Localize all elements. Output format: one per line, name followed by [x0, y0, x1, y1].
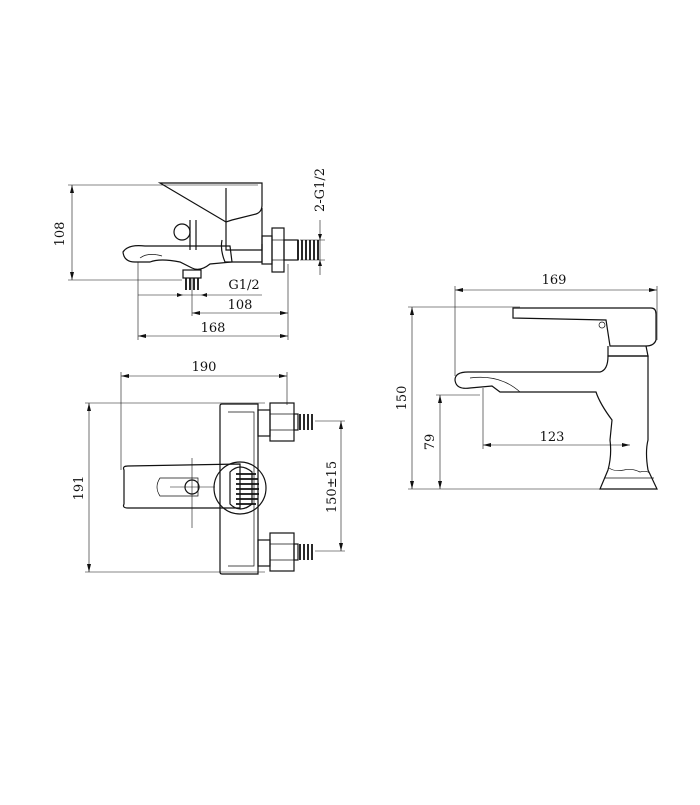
- top-view: 190 191 150±15: [72, 360, 345, 575]
- spout-side: [122, 245, 233, 270]
- right-view: 169 150 79 123: [395, 273, 658, 490]
- inlet-nut-top-lower: [269, 532, 295, 572]
- diverter-knob-side: [173, 223, 191, 241]
- dim-label-depth-top: 191: [72, 476, 87, 501]
- spout-right: [454, 355, 658, 490]
- dim-label-spout-side: 108: [228, 298, 253, 313]
- thread-hatch-side: [297, 240, 319, 260]
- dim-label-inlet-side: G1/2: [228, 278, 259, 293]
- inlet-nut-side: [271, 227, 285, 273]
- cartridge-ring: [213, 461, 267, 515]
- cartridge-hatch: [236, 473, 259, 505]
- dim-label-height-right: 150: [395, 386, 410, 411]
- dim-label-length-right: 169: [542, 273, 567, 288]
- dim-label-height-side: 108: [53, 222, 68, 247]
- thread-hatch-top-upper: [299, 414, 313, 430]
- lever-right: [512, 307, 657, 347]
- valve-body-top: [219, 403, 259, 575]
- lever-handle: [157, 182, 263, 223]
- dim-label-width-top: 190: [192, 360, 217, 375]
- spout-top: [122, 463, 241, 509]
- thread-hatch-top-lower: [299, 544, 313, 560]
- dim-label-centers-top: 150±15: [325, 461, 340, 513]
- dim-label-spout-height-right: 79: [423, 434, 438, 451]
- inlet-nut-top-upper: [269, 402, 295, 442]
- dim-label-length-side: 168: [201, 321, 226, 336]
- side-view: 108 G1/2 108 168 2-G1/2: [53, 168, 328, 340]
- dim-label-thread-side: 2-G1/2: [313, 168, 328, 212]
- dim-label-reach-right: 123: [540, 430, 565, 445]
